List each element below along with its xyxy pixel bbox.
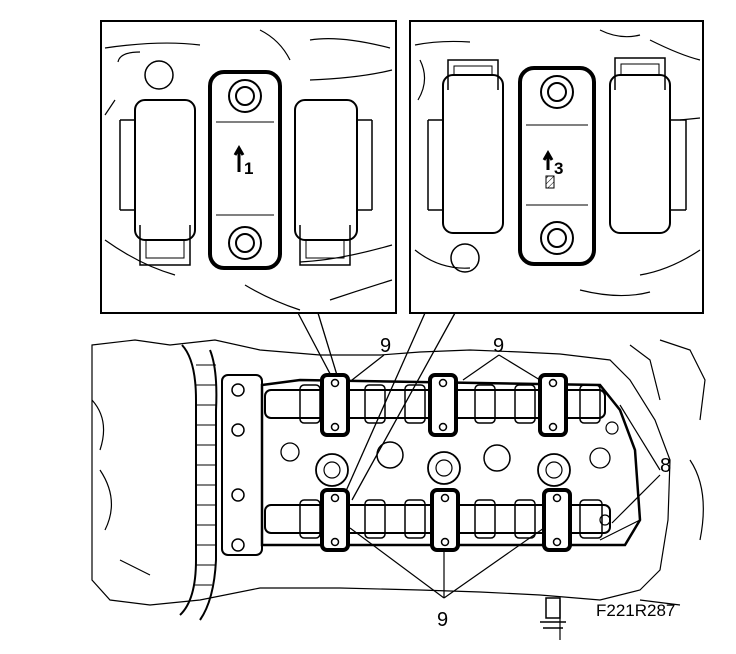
bearing-cap [542,488,572,552]
bearing-cap [538,373,568,437]
figure-code: F221R287 [596,601,675,620]
callout-leaders [349,354,661,599]
inset-left-cap-marking: 1 [244,159,253,178]
inset-right-bearing-cap [518,66,596,266]
sensor-bolt [540,597,566,629]
inset-right-cam-lobe-right [609,57,687,234]
bearing-cap [430,488,460,552]
inset-left-cam-lobe-right [294,99,373,266]
bearing-cap [428,373,458,437]
inset-left-bearing-cap [208,70,282,270]
spark-plug-wells [280,421,619,487]
inset-right-cam-lobe-left [427,59,504,234]
callout-label-top-left: 9 [380,335,391,357]
inset-left-detail: 1 [100,20,397,314]
bearing-caps-upper [320,373,568,437]
inset-left-cam-lobe-left [119,99,196,266]
timing-cover [221,374,263,556]
inset-right-bolt-hole [450,243,480,273]
callout-label-side: 8 [660,455,671,477]
inset-right-detail: 3 [409,20,704,314]
bearing-caps-lower [320,488,611,552]
bearing-cap [320,373,350,437]
inset-left-bolt-hole [144,60,174,90]
callout-label-top-right: 9 [493,335,504,357]
bearing-cap [320,488,350,552]
callout-label-bottom: 9 [437,609,448,631]
cylinder-head-view [91,339,706,640]
inset-right-cap-marking: 3 [554,159,563,178]
timing-chain [179,344,218,621]
